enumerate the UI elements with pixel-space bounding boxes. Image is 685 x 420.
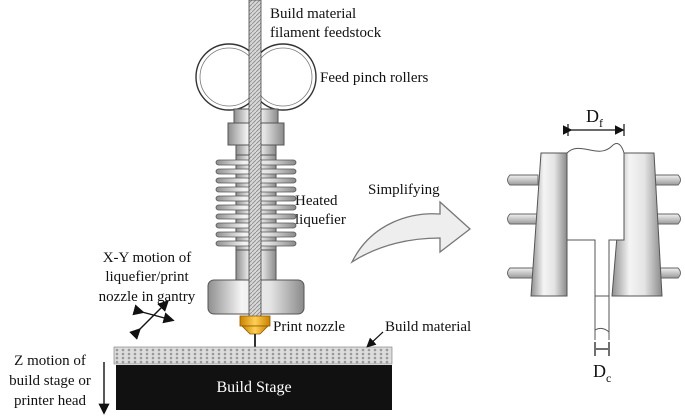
nozzle-label: Print nozzle [273, 319, 345, 335]
simplified-liquefier [507, 143, 681, 340]
build-material-pointer [366, 331, 384, 348]
df-label: Df [586, 106, 603, 130]
dc-label: Dc [593, 361, 611, 385]
filament-label-1: Build material [270, 6, 356, 22]
liquefier-label-2: liquefier [295, 212, 346, 228]
build-material-layer [113, 346, 393, 365]
diagonal-cross-arrows-icon [129, 300, 175, 340]
z-label-2: build stage or [9, 373, 91, 389]
build-material-label: Build material [385, 319, 471, 335]
rollers-label: Feed pinch rollers [320, 70, 428, 86]
liquefier-label-1: Heated [295, 193, 338, 209]
extruder-assembly: Build Stage [113, 0, 393, 410]
curved-arrow-icon [350, 200, 472, 264]
df-dimension [562, 124, 625, 136]
xy-label-1: X-Y motion of [103, 250, 192, 266]
z-label-3: printer head [14, 393, 87, 409]
xy-label-2: liquefier/print [105, 269, 189, 285]
filament [248, 0, 262, 323]
z-label-1: Z motion of [14, 353, 86, 369]
simplifying-label: Simplifying [368, 182, 440, 198]
filament-label-2: filament feedstock [270, 25, 382, 41]
build-stage [116, 365, 392, 410]
print-nozzle [239, 315, 271, 347]
feed-pinch-rollers [195, 43, 317, 111]
dc-dimension [594, 342, 610, 356]
build-stage-label: Build Stage [216, 379, 291, 396]
xy-label-3: nozzle in gantry [99, 289, 196, 305]
